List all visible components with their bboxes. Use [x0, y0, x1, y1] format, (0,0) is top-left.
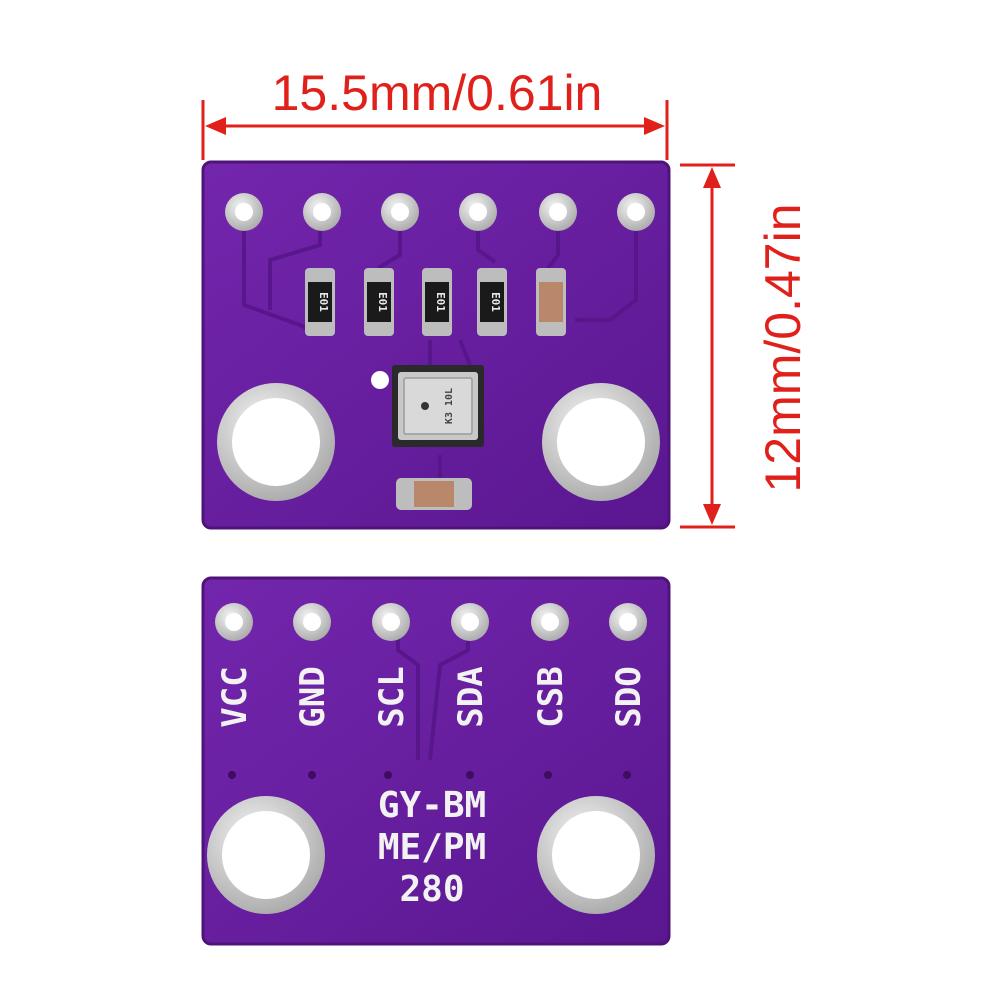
- pin-label-gnd: GND: [293, 666, 333, 727]
- pin-label-sda: SDA: [451, 666, 491, 727]
- width-dimension: 15.5mm/0.61in: [201, 65, 669, 160]
- model-line-2: ME/PM: [378, 827, 486, 868]
- front-header-pins: [225, 193, 655, 231]
- vias: [228, 771, 631, 779]
- front-mounting-holes: [217, 383, 660, 501]
- pin-label-vcc: VCC: [215, 666, 255, 727]
- pin-label-csb: CSB: [531, 666, 571, 727]
- height-label: 12mm/0.47in: [755, 203, 811, 492]
- height-dimension: 12mm/0.47in: [680, 163, 811, 529]
- width-label: 15.5mm/0.61in: [272, 65, 603, 121]
- pin-label-sdo: SDO: [609, 666, 649, 727]
- fiducial-dot: [371, 371, 389, 389]
- front-board: E01 E01 E01 E01: [201, 160, 671, 530]
- resistor-marking: E01: [376, 292, 389, 312]
- smd-resistors: E01 E01 E01 E01: [305, 268, 566, 336]
- bme280-sensor-chip: K3 10L: [392, 365, 484, 447]
- model-line-3: 280: [399, 869, 464, 910]
- resistor-marking: E01: [434, 292, 447, 312]
- resistor-marking: E01: [489, 292, 502, 312]
- model-label: GY-BM ME/PM 280: [378, 785, 486, 910]
- back-mounting-holes: [207, 796, 655, 914]
- sensor-marking: K3 10L: [444, 388, 455, 424]
- smd-capacitor: [536, 268, 566, 336]
- bottom-capacitor: [396, 478, 472, 510]
- pin-labels: VCC GND SCL SDA CSB SDO: [215, 666, 649, 727]
- pin-label-scl: SCL: [372, 666, 412, 727]
- back-board: VCC GND SCL SDA CSB SDO GY-BM ME/PM 280: [201, 576, 671, 946]
- resistor-marking: E01: [317, 292, 330, 312]
- back-header-pins: [215, 603, 647, 641]
- model-line-1: GY-BM: [378, 785, 486, 826]
